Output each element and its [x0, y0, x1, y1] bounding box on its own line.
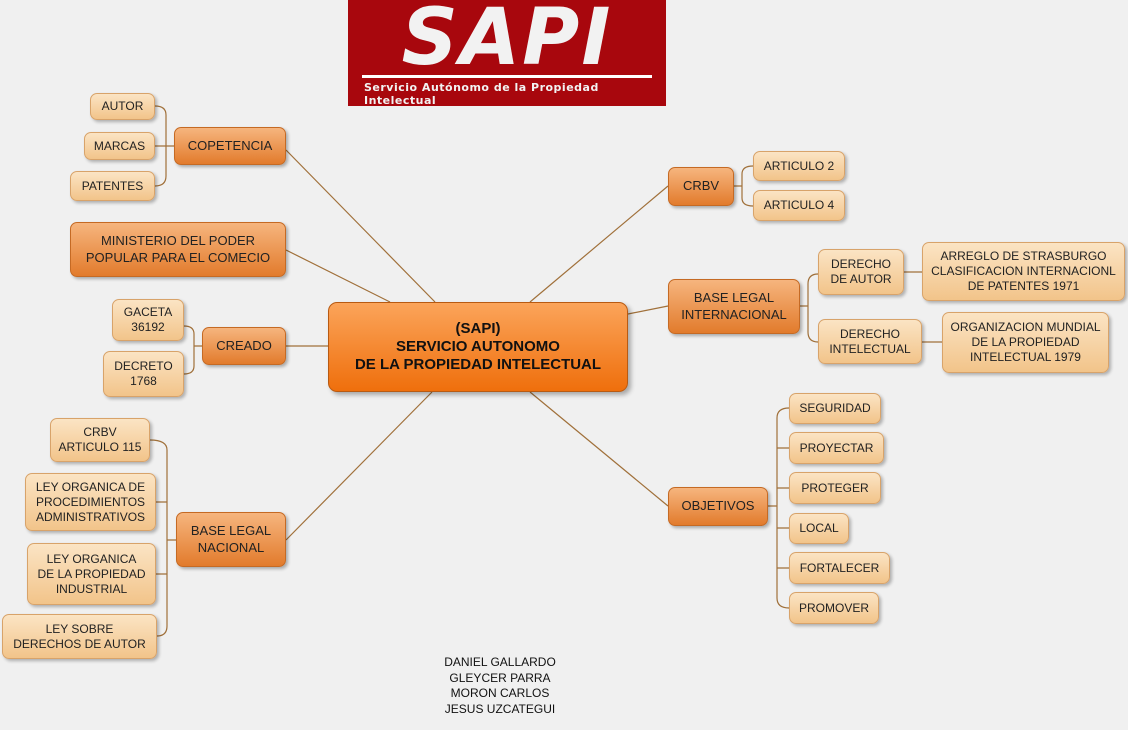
crbv-node: CRBV	[668, 167, 734, 206]
objetivos-item: FORTALECER	[789, 552, 890, 584]
base-internacional-node: BASE LEGAL INTERNACIONAL	[668, 279, 800, 334]
derecho-autor-detail: ARREGLO DE STRASBURGO CLASIFICACION INTE…	[922, 242, 1125, 301]
sapi-logo: SAPI Servicio Autónomo de la Propiedad I…	[348, 0, 666, 106]
objetivos-item: PROYECTAR	[789, 432, 884, 464]
logo-underline	[362, 75, 652, 78]
competencia-item: PATENTES	[70, 171, 155, 201]
objetivos-item: PROMOVER	[789, 592, 879, 624]
base-nacional-item: CRBV ARTICULO 115	[50, 418, 150, 462]
base-nacional-node: BASE LEGAL NACIONAL	[176, 512, 286, 567]
derecho-intelectual-node: DERECHO INTELECTUAL	[818, 319, 922, 364]
base-nacional-item: LEY SOBRE DERECHOS DE AUTOR	[2, 614, 157, 659]
competencia-node: COPETENCIA	[174, 127, 286, 165]
derecho-autor-node: DERECHO DE AUTOR	[818, 249, 904, 295]
creado-item: DECRETO 1768	[103, 351, 184, 397]
ministerio-node: MINISTERIO DEL PODER POPULAR PARA EL COM…	[70, 222, 286, 277]
objetivos-node: OBJETIVOS	[668, 487, 768, 526]
creado-node: CREADO	[202, 327, 286, 365]
logo-title: SAPI	[401, 0, 613, 83]
crbv-item: ARTICULO 4	[753, 190, 845, 221]
central-node: (SAPI) SERVICIO AUTONOMO DE LA PROPIEDAD…	[328, 302, 628, 392]
objetivos-item: LOCAL	[789, 513, 849, 544]
base-nacional-item: LEY ORGANICA DE LA PROPIEDAD INDUSTRIAL	[27, 543, 156, 605]
creado-item: GACETA 36192	[112, 299, 184, 341]
objetivos-item: PROTEGER	[789, 472, 881, 504]
objetivos-item: SEGURIDAD	[789, 393, 881, 424]
competencia-item: AUTOR	[90, 93, 155, 120]
derecho-intelectual-detail: ORGANIZACION MUNDIAL DE LA PROPIEDAD INT…	[942, 312, 1109, 373]
base-nacional-item: LEY ORGANICA DE PROCEDIMIENTOS ADMINISTR…	[25, 473, 156, 531]
logo-subtitle: Servicio Autónomo de la Propiedad Intele…	[364, 81, 599, 106]
crbv-item: ARTICULO 2	[753, 151, 845, 181]
authors-list: DANIEL GALLARDO GLEYCER PARRA MORON CARL…	[444, 655, 556, 716]
competencia-item: MARCAS	[84, 132, 155, 160]
